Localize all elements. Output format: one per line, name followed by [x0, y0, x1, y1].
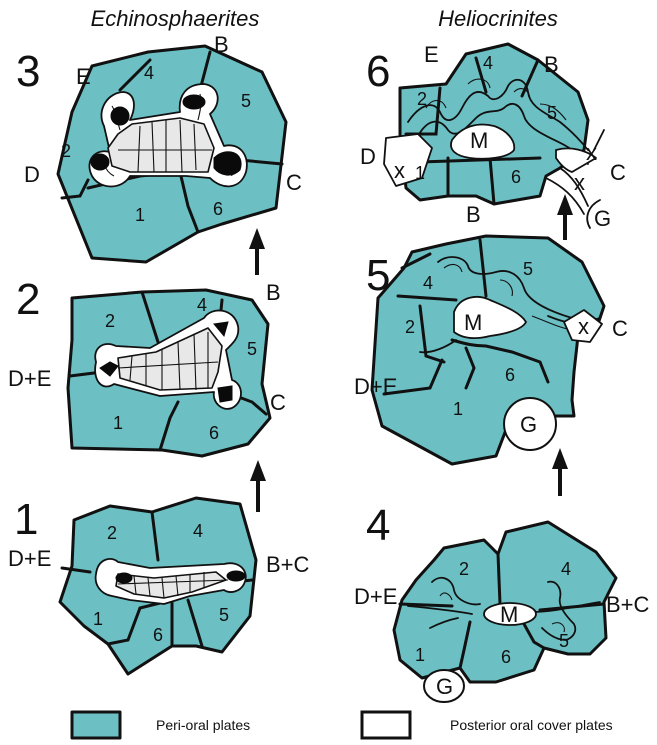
stage-5-label: 5 [366, 251, 390, 300]
stage-1-ray-DE: D+E [8, 546, 51, 571]
stage-2-ray-C: C [270, 390, 286, 415]
up-arrow-icon [552, 448, 568, 496]
legend-peri-oral-swatch [72, 712, 120, 738]
stage-6-figure: M x x x G 1 2 4 5 6 6 E B D C B [360, 42, 626, 231]
title-heliocrinites: Heliocrinites [438, 6, 558, 31]
stage-1-pore [227, 571, 245, 581]
stage-6-label: 6 [366, 47, 390, 96]
stage-6-G: G [594, 206, 611, 231]
stage-1-pore [116, 573, 132, 583]
stage-3-pore [91, 154, 109, 170]
stage-5-x: x [578, 314, 589, 339]
stage-3-pore [111, 107, 129, 125]
stage-4-label: 4 [366, 501, 390, 550]
stage-3-ray-B: B [214, 32, 229, 57]
stage-6-ray-E: E [424, 42, 439, 67]
stage-4-plate-5: 5 [559, 631, 569, 651]
stage-4-plate-1: 1 [415, 645, 425, 665]
stage-2-plate-6: 6 [209, 423, 219, 443]
stage-5-ray-C: C [612, 316, 628, 341]
stage-1-plate-4: 4 [193, 521, 203, 541]
stage-2-plate-1: 1 [113, 413, 123, 433]
stage-6-plate-5: 5 [547, 103, 557, 123]
stage-2-plate-2: 2 [105, 311, 115, 331]
stage-5-plate-1: 1 [453, 399, 463, 419]
stage-3-pore [214, 152, 241, 175]
stage-6-mouth-label: M [470, 128, 488, 153]
stage-4-figure: M G 1 2 4 5 6 4 D+E B+C [354, 501, 650, 702]
stage-4-mouth-label: M [500, 602, 518, 627]
up-arrow-icon [557, 194, 573, 240]
stage-5-plate-2: 2 [405, 317, 415, 337]
up-arrow-icon [249, 228, 265, 275]
stage-6-x-stalk: x [574, 170, 585, 195]
stage-6-ray-C: C [610, 160, 626, 185]
stage-4-plate-4: 4 [561, 559, 571, 579]
stage-1-ray-BC: B+C [266, 552, 310, 577]
stage-1-plate-2: 2 [107, 523, 117, 543]
stage-1-plate-1: 1 [93, 609, 103, 629]
stage-2-ray-DE: D+E [8, 366, 51, 391]
stage-2-figure: 1 2 4 5 6 2 D+E B C [8, 275, 286, 456]
stage-5-ray-DE: D+E [354, 374, 397, 399]
stage-5-plate-4: 4 [423, 273, 433, 293]
stage-3-pore [183, 95, 205, 109]
stage-1-plate-6: 6 [153, 625, 163, 645]
stage-6-plate-4: 4 [483, 53, 493, 73]
stage-3-plate-1: 1 [135, 205, 145, 225]
stage-3-plate-2: 2 [61, 141, 71, 161]
stage-3-figure: 1 2 4 5 6 3 E B D C [16, 32, 302, 262]
stage-6-x-left: x [394, 158, 405, 183]
stage-3-ray-E: E [76, 64, 91, 89]
up-arrow-icon [250, 460, 266, 512]
stage-6-plate-1: 1 [415, 163, 425, 183]
stage-1-plate-5: 5 [219, 605, 229, 625]
legend-cover-swatch [362, 712, 410, 738]
stage-2-ray-B: B [266, 280, 281, 305]
legend-cover-label: Posterior oral cover plates [450, 717, 613, 733]
stage-1-label: 1 [14, 495, 38, 544]
stage-5-plate-5: 5 [523, 259, 533, 279]
stage-4-suture [498, 554, 500, 604]
stage-5-plate-6: 6 [505, 365, 515, 385]
legend-peri-oral-label: Peri-oral plates [156, 717, 250, 733]
stage-6-plate-2: 2 [417, 89, 427, 109]
stage-6-ray-B-bottom: B [466, 202, 481, 227]
stage-3-plate-5: 5 [241, 91, 251, 111]
stage-6-ray-B-top: B [544, 52, 559, 77]
stage-2-pore [218, 386, 232, 402]
stage-5-figure: M x G 1 2 4 5 6 5 D+E C [354, 236, 628, 464]
stage-4-plate-6: 6 [501, 647, 511, 667]
stage-3-plate-6: 6 [213, 199, 223, 219]
stage-4-plate-2: 2 [459, 559, 469, 579]
stage-3-ray-C: C [286, 170, 302, 195]
stage-5-outline [372, 236, 604, 464]
stage-3-ray-D: D [24, 162, 40, 187]
stage-5-G: G [520, 412, 537, 437]
stage-3-plate-4: 4 [144, 63, 154, 83]
stage-2-plate-4: 4 [197, 295, 207, 315]
stage-6-plate-6: 6 [511, 167, 521, 187]
stage-1-figure: 1 2 4 5 6 1 D+E B+C [8, 495, 310, 674]
stage-4-G: G [436, 674, 453, 699]
legend: Peri-oral plates Posterior oral cover pl… [72, 712, 613, 738]
stage-6-x-right: x [586, 140, 597, 165]
stage-5-mouth-label: M [464, 310, 482, 335]
stage-2-plate-5: 5 [247, 339, 257, 359]
stage-4-ray-BC: B+C [606, 592, 650, 617]
stage-6-ray-D: D [360, 144, 376, 169]
stage-2-label: 2 [16, 275, 40, 324]
stage-4-ray-DE: D+E [354, 584, 397, 609]
title-echinosphaerites: Echinosphaerites [91, 6, 260, 31]
stage-3-label: 3 [16, 47, 40, 96]
